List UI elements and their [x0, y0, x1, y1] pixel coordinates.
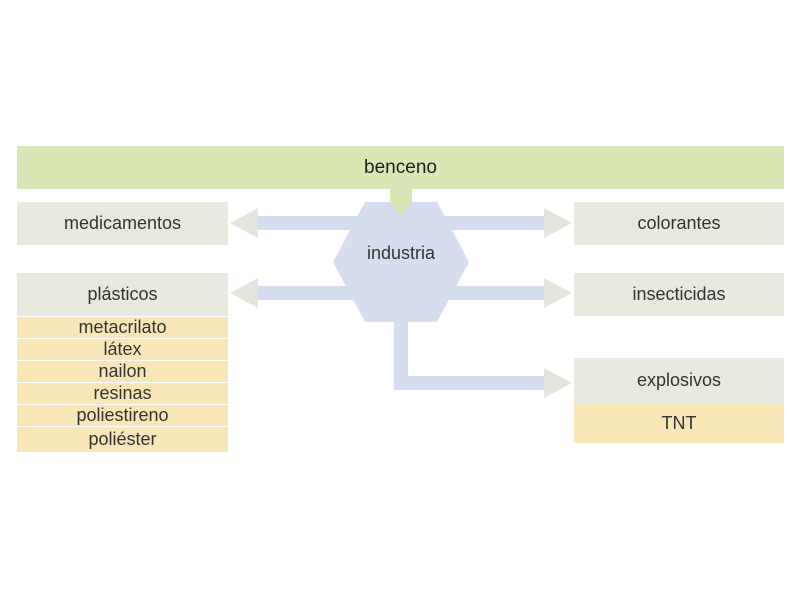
arrow-to-explosivos	[544, 368, 572, 398]
plasticos-box: plásticos	[17, 273, 228, 316]
plasticos-item-nailon: nailon	[17, 361, 228, 383]
plasticos-item-latex: látex	[17, 339, 228, 361]
plasticos-item-metacrilato: metacrilato	[17, 317, 228, 339]
explosivos-box: explosivos	[574, 358, 784, 403]
industry-hub-hexagon	[333, 202, 469, 322]
arrow-to-insecticidas	[544, 278, 572, 308]
benceno-bar: benceno	[17, 146, 784, 189]
industria-label: industria	[366, 242, 436, 263]
tnt-box: TNT	[574, 403, 784, 443]
colorantes-box: colorantes	[574, 202, 784, 245]
connector-branch-explosivos	[394, 376, 547, 390]
insecticidas-box: insecticidas	[574, 273, 784, 316]
plasticos-item-poliestireno: poliestireno	[17, 405, 228, 427]
arrow-to-plasticos	[230, 278, 258, 308]
arrow-to-medicamentos	[230, 208, 258, 238]
medicamentos-box: medicamentos	[17, 202, 228, 245]
plasticos-item-poliester: poliéster	[17, 427, 228, 452]
plasticos-item-resinas: resinas	[17, 383, 228, 405]
connector-stem-down	[394, 300, 408, 390]
arrow-to-colorantes	[544, 208, 572, 238]
arrow-from-benceno	[390, 189, 412, 216]
